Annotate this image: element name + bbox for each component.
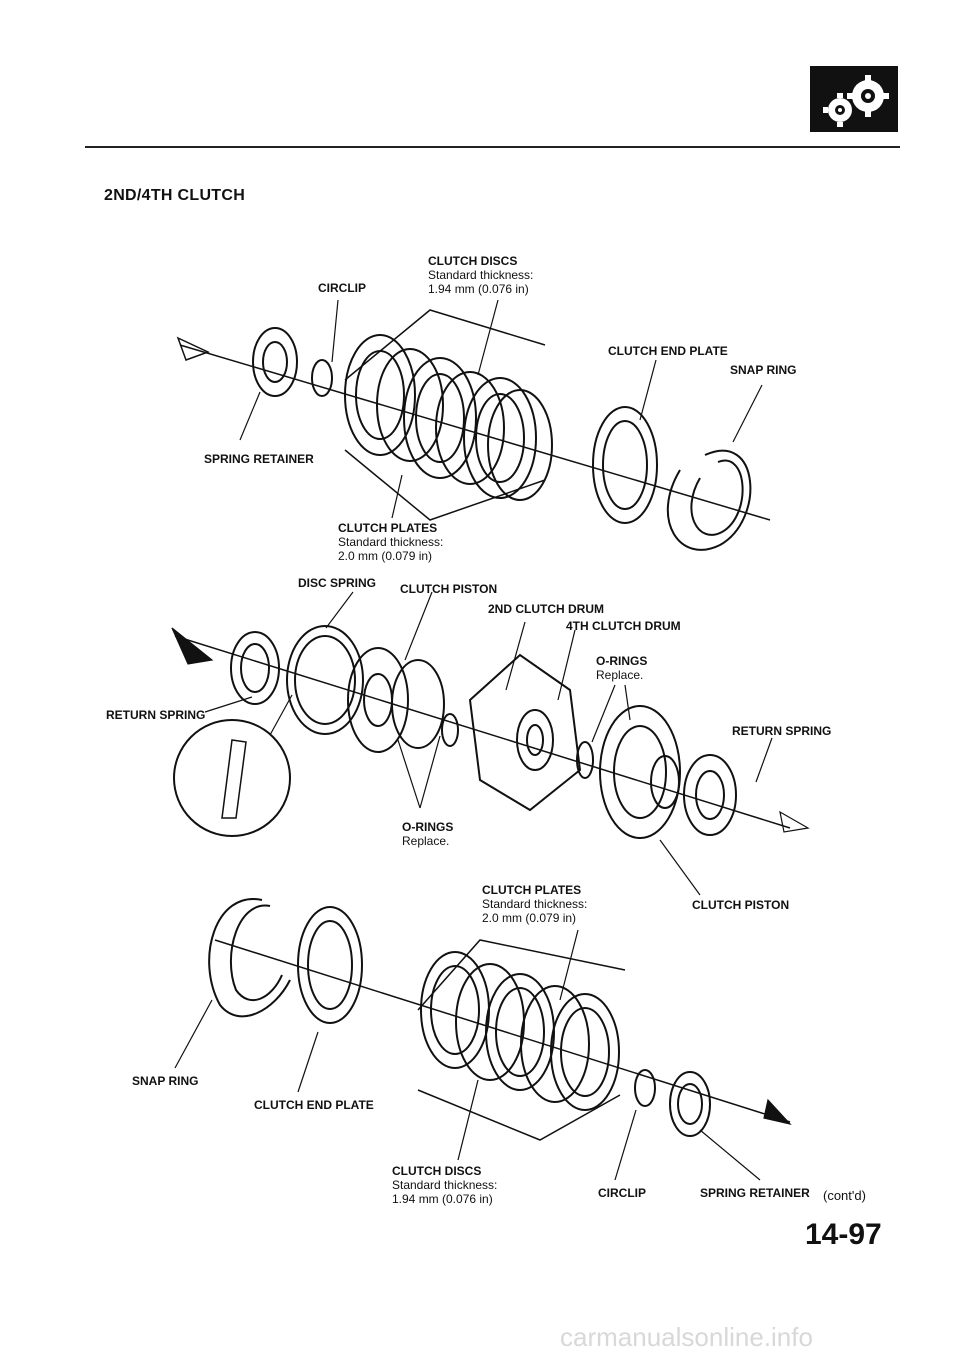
section-title: 2ND/4TH CLUTCH bbox=[104, 187, 246, 204]
clutch-plates-spec1-bottom: Standard thickness: bbox=[482, 897, 588, 911]
clutch-plates-spec2-top: 2.0 mm (0.079 in) bbox=[338, 549, 433, 563]
clutch-discs-spec2-bottom: 1.94 mm (0.076 in) bbox=[392, 1192, 493, 1206]
clutch-end-plate-label-bottom: CLUTCH END PLATE bbox=[254, 1098, 374, 1112]
second-clutch-drum-label: 2ND CLUTCH DRUM bbox=[488, 602, 604, 616]
clutch-discs-spec2-top: 1.94 mm (0.076 in) bbox=[428, 282, 529, 296]
circlip-label-top: CIRCLIP bbox=[318, 281, 366, 295]
orings-bottom-note: Replace. bbox=[402, 834, 450, 848]
clutch-piston-label: CLUTCH PISTON bbox=[400, 582, 498, 596]
top-group-drawing bbox=[176, 299, 771, 551]
bottom-group-drawing bbox=[174, 898, 792, 1181]
fourth-clutch-drum-label: 4TH CLUTCH DRUM bbox=[566, 619, 681, 633]
return-spring-left-label: RETURN SPRING bbox=[106, 708, 206, 722]
return-spring-right-label: RETURN SPRING bbox=[732, 724, 832, 738]
clutch-plates-label-bottom: CLUTCH PLATES bbox=[482, 883, 582, 897]
page-number: 14-97 bbox=[805, 1218, 882, 1251]
header-rule bbox=[85, 146, 900, 148]
middle-group-drawing bbox=[171, 591, 810, 896]
orings-right-note: Replace. bbox=[596, 668, 644, 682]
disc-spring-label: DISC SPRING bbox=[298, 576, 377, 590]
snap-ring-label-top: SNAP RING bbox=[730, 363, 797, 377]
clutch-discs-label-top: CLUTCH DISCS bbox=[428, 254, 518, 268]
clutch-discs-label-bottom: CLUTCH DISCS bbox=[392, 1164, 482, 1178]
clutch-discs-spec1-bottom: Standard thickness: bbox=[392, 1178, 498, 1192]
spring-retainer-label-bottom: SPRING RETAINER bbox=[700, 1186, 810, 1200]
clutch-discs-spec1-top: Standard thickness: bbox=[428, 268, 534, 282]
continued-note: (cont'd) bbox=[823, 1188, 866, 1203]
footer-watermark: carmanualsonline.info bbox=[560, 1322, 813, 1352]
orings-right-label: O-RINGS bbox=[596, 654, 648, 668]
clutch-plates-label-top: CLUTCH PLATES bbox=[338, 521, 438, 535]
clutch-plates-spec1-top: Standard thickness: bbox=[338, 535, 444, 549]
spring-retainer-label-top: SPRING RETAINER bbox=[204, 452, 314, 466]
circlip-label-bottom: CIRCLIP bbox=[598, 1186, 646, 1200]
clutch-piston-right-label: CLUTCH PISTON bbox=[692, 898, 790, 912]
transmission-gears-icon bbox=[810, 66, 898, 132]
snap-ring-label-bottom: SNAP RING bbox=[132, 1074, 199, 1088]
clutch-plates-spec2-bottom: 2.0 mm (0.079 in) bbox=[482, 911, 577, 925]
clutch-end-plate-label-top: CLUTCH END PLATE bbox=[608, 344, 728, 358]
orings-bottom-label: O-RINGS bbox=[402, 820, 454, 834]
